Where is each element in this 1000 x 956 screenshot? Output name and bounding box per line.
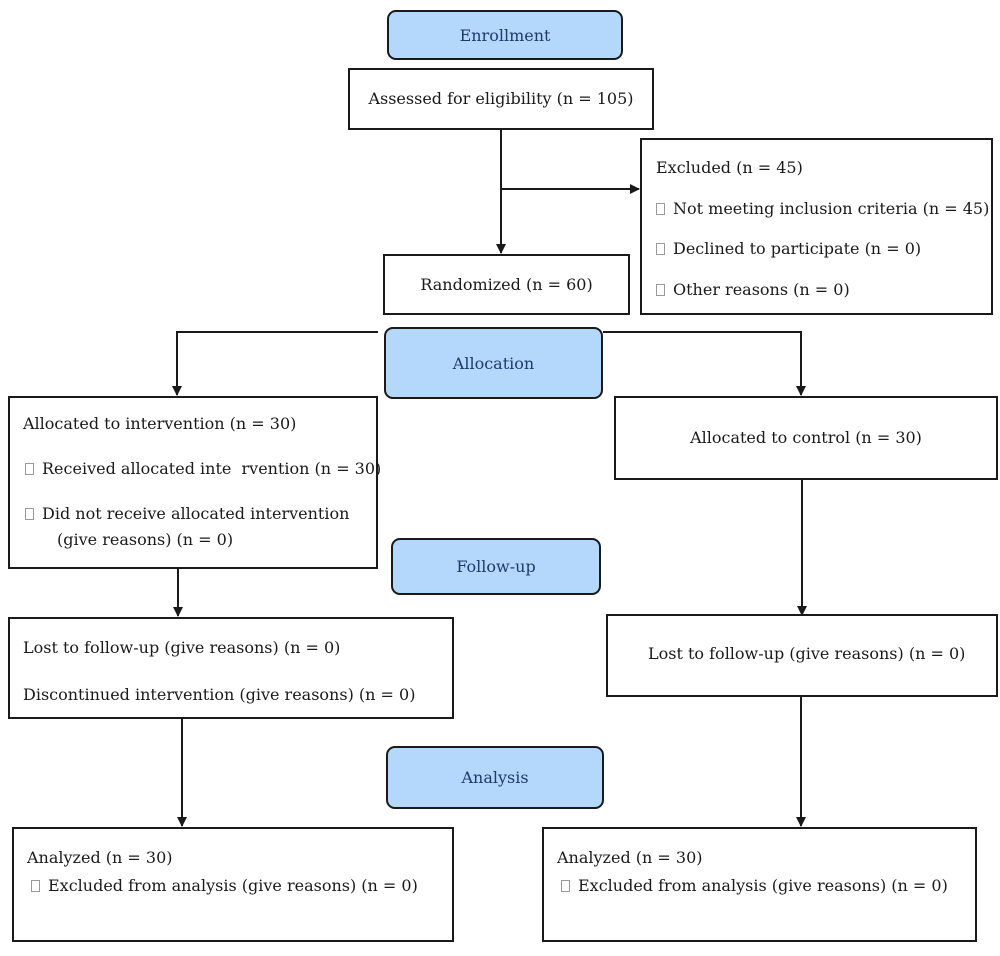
randomized-text: Randomized (n = 60) — [420, 274, 593, 294]
control-lost-text: Lost to follow-up (give reasons) (n = 0) — [648, 644, 966, 663]
checkbox-icon — [656, 203, 665, 215]
intervention-not-received-item: Did not receive allocated intervention — [25, 504, 349, 524]
control-allocation-box: Allocated to control (n = 30) — [614, 396, 998, 480]
checkbox-icon — [656, 284, 665, 296]
checkbox-icon — [561, 880, 570, 892]
stage-analysis-label: Analysis — [461, 768, 529, 787]
excluded-item: Other reasons (n = 0) — [656, 280, 850, 300]
intervention-follow-up-box: Lost to follow-up (give reasons) (n = 0)… — [8, 617, 454, 719]
intervention-allocation-box: Allocated to intervention (n = 30) Recei… — [8, 396, 381, 569]
control-analysis-box: Analyzed (n = 30) Excluded from analysis… — [542, 827, 977, 942]
stage-analysis: Analysis — [386, 746, 604, 809]
excluded-item: Not meeting inclusion criteria (n = 45) — [656, 199, 989, 219]
intervention-allocated-text: Allocated to intervention (n = 30) — [23, 414, 297, 433]
intervention-analyzed-text: Analyzed (n = 30) — [27, 848, 173, 867]
arrow-to-intervention — [172, 331, 378, 396]
control-allocated-text: Allocated to control (n = 30) — [690, 428, 922, 447]
stage-allocation-label: Allocation — [452, 353, 535, 373]
intervention-lost-text: Lost to follow-up (give reasons) (n = 0) — [23, 638, 341, 657]
randomized-box: Randomized (n = 60) — [383, 254, 630, 315]
checkbox-icon — [31, 880, 40, 892]
assessed-box: Assessed for eligibility (n = 105) — [348, 68, 654, 130]
intervention-not-received-reasons: (give reasons) (n = 0) — [57, 530, 234, 549]
intervention-analysis-box: Analyzed (n = 30) Excluded from analysis… — [12, 827, 454, 942]
stage-follow-up: Follow-up — [391, 538, 601, 595]
intervention-received-item: Received allocated inte rvention (n = 30… — [25, 459, 381, 479]
excluded-item: Declined to participate (n = 0) — [656, 239, 921, 259]
checkbox-icon — [656, 243, 665, 255]
arrow-to-control — [603, 331, 806, 396]
stage-allocation: Allocation — [384, 327, 603, 399]
control-excluded-analysis-item: Excluded from analysis (give reasons) (n… — [561, 876, 948, 896]
control-follow-up-box: Lost to follow-up (give reasons) (n = 0) — [606, 614, 998, 697]
checkbox-icon — [25, 463, 34, 475]
checkbox-icon — [25, 508, 34, 520]
control-analyzed-text: Analyzed (n = 30) — [557, 848, 703, 867]
stage-enrollment-label: Enrollment — [459, 25, 551, 45]
excluded-title: Excluded (n = 45) — [656, 158, 803, 177]
stage-enrollment: Enrollment — [387, 10, 623, 60]
intervention-excluded-analysis-item: Excluded from analysis (give reasons) (n… — [31, 876, 418, 896]
stage-follow-up-label: Follow-up — [456, 557, 536, 576]
assessed-text: Assessed for eligibility (n = 105) — [368, 89, 634, 108]
excluded-box: Excluded (n = 45) Not meeting inclusion … — [640, 138, 993, 315]
intervention-discontinued-text: Discontinued intervention (give reasons)… — [23, 685, 416, 704]
